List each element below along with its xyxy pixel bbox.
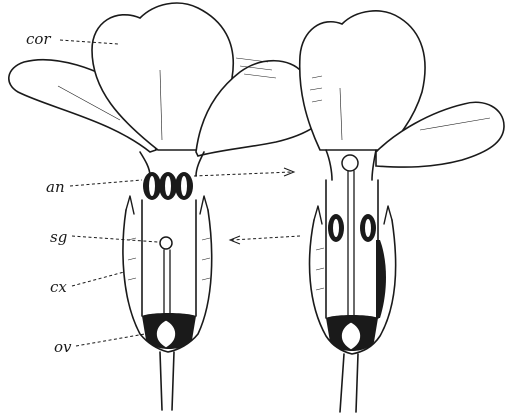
- left-flower-tube: [142, 200, 196, 316]
- left-flower-stalk: [160, 352, 174, 410]
- label-sg: sg: [50, 228, 67, 246]
- right-flower-calyx-dark-band: [376, 240, 386, 318]
- cx-leader: [72, 272, 124, 286]
- label-cor: cor: [26, 30, 51, 48]
- anther-to-stigma-arrow-line-2: [232, 236, 300, 240]
- right-flower-style: [348, 171, 354, 318]
- label-an: an: [46, 178, 65, 196]
- right-flower-tube: [326, 180, 378, 318]
- left-flower-calyx-sepal-left: [126, 196, 134, 214]
- right-flower-calyx-shading: [316, 248, 324, 290]
- left-flower-style: [164, 250, 170, 316]
- right-flower-anthers: [328, 214, 376, 242]
- an-leader: [70, 180, 142, 186]
- right-flower-calyx-sepal-left: [314, 206, 322, 224]
- right-flower-stigma: [342, 155, 358, 171]
- label-cx: cx: [50, 278, 67, 296]
- left-flower-throat: [140, 152, 204, 176]
- sg-leader: [72, 236, 158, 242]
- left-flower-anthers: [143, 172, 193, 200]
- left-flower-calyx-sepal-right: [200, 196, 208, 214]
- right-flower-calyx-sepal-right: [384, 206, 392, 224]
- right-flower-stalk: [340, 354, 358, 412]
- label-ov: ov: [54, 338, 72, 356]
- right-flower: [300, 11, 504, 412]
- left-flower-stigma: [160, 237, 172, 249]
- anther-to-stigma-arrow-line: [194, 172, 292, 176]
